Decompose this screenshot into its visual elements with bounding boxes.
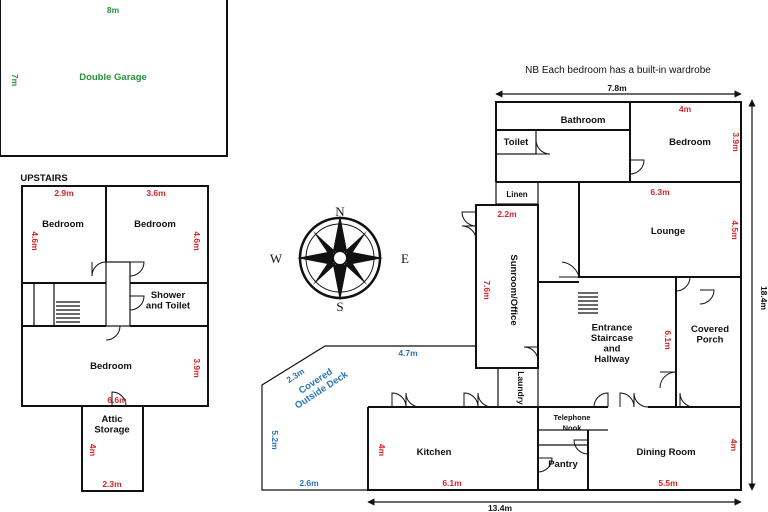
lounge-width-dim: 6.3m [650, 187, 670, 197]
compass-east: E [401, 251, 409, 266]
compass-rose-icon: N S W E [270, 204, 409, 314]
bathroom-label: Bathroom [561, 115, 606, 126]
deck-left-dim: 5.2m [270, 430, 280, 450]
wardrobe-note: NB Each bedroom has a built-in wardrobe [525, 65, 711, 76]
up-bedroom3-label: Bedroom [90, 361, 132, 372]
linen-label: Linen [506, 190, 527, 199]
upstairs-title: UPSTAIRS [20, 173, 67, 184]
compass-north: N [335, 204, 345, 219]
overall-width-bottom-dim: 13.4m [488, 503, 513, 512]
up-bedroom2-label: Bedroom [134, 219, 176, 230]
entrance-depth-dim: 6.1m [663, 330, 673, 350]
sunroom-depth-dim: 7.6m [482, 280, 492, 300]
compass-west: W [270, 251, 283, 266]
up-bedroom1-depth-dim: 4.6m [30, 231, 40, 251]
pantry-label: Pantry [548, 459, 578, 470]
lounge-depth-dim: 4.5m [730, 220, 740, 240]
overall-depth-dim: 18.4m [759, 286, 768, 311]
sunroom-label: Sunroom/Office [508, 254, 519, 325]
garage-depth-dim: 7m [10, 74, 20, 87]
lounge-label: Lounge [651, 226, 685, 237]
bedroom-width-dim: 4m [679, 104, 692, 114]
kitchen-label: Kitchen [417, 447, 452, 458]
attic-depth-dim: 4m [88, 444, 98, 457]
up-bedroom3-depth-dim: 3.9m [192, 358, 202, 378]
up-bedroom1-width-dim: 2.9m [54, 188, 74, 198]
deck-bottom-dim: 2.6m [299, 478, 319, 488]
up-bedroom3-width-dim: 6.6m [107, 395, 127, 405]
overall-width-top-dim: 7.8m [607, 83, 627, 93]
garage-label: Double Garage [79, 72, 147, 83]
upstairs-plan: UPSTAIRS 2.9m Bedroom 4.6m 3.6m Bedroom … [20, 173, 209, 492]
dining-room-label: Dining Room [636, 447, 695, 458]
attic-width-dim: 2.3m [102, 479, 122, 489]
kitchen-depth-dim: 4m [377, 444, 387, 457]
up-bedroom2-depth-dim: 4.6m [192, 231, 202, 251]
deck-top-dim: 4.7m [398, 348, 418, 358]
up-bedroom1-label: Bedroom [42, 219, 84, 230]
bedroom-depth-dim: 3.9m [731, 132, 741, 152]
laundry-label: Laundry [516, 371, 526, 405]
bedroom-label: Bedroom [669, 137, 711, 148]
compass-south: S [336, 299, 343, 314]
double-garage: 8m 7m Double Garage [0, 0, 228, 157]
up-bedroom2-width-dim: 3.6m [146, 188, 166, 198]
main-floor-plan: NB Each bedroom has a built-in wardrobe … [261, 65, 768, 512]
garage-width-dim: 8m [107, 5, 120, 15]
sunroom-width-dim: 2.2m [497, 209, 517, 219]
toilet-label: Toilet [504, 137, 529, 148]
dining-depth-dim: 4m [729, 439, 739, 452]
kitchen-width-dim: 6.1m [442, 478, 462, 488]
dining-width-dim: 5.5m [658, 478, 678, 488]
